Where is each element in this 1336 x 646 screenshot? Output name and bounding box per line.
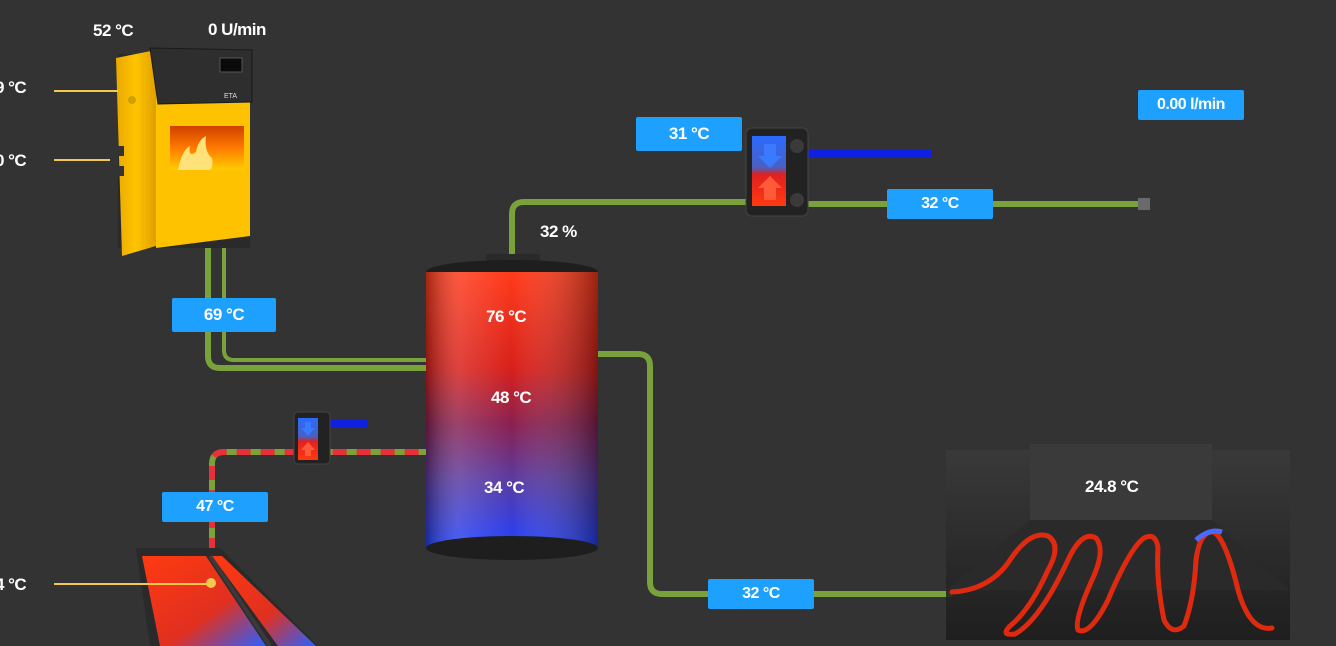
outlet-cap <box>1138 198 1150 210</box>
boiler-fan-speed: 0 U/min <box>208 20 266 39</box>
boiler-return-temp: 70 °C <box>0 151 27 170</box>
cold-water-line <box>806 150 932 158</box>
solar-cold-line <box>326 420 368 427</box>
boiler-return-pipe <box>222 248 430 362</box>
buffer-tank[interactable] <box>426 254 598 560</box>
boiler-flow-pipe <box>205 248 430 371</box>
boiler-flow-temp: 69 °C <box>0 78 27 97</box>
tank-bottom-cap <box>426 536 598 560</box>
heating-supply-pipe <box>598 351 952 597</box>
boiler-display <box>219 57 243 73</box>
solar-loop-temp-tag[interactable]: 47 °C <box>162 492 268 522</box>
boiler-outlet-temp-tag[interactable]: 69 °C <box>172 298 276 332</box>
boiler-side-connector <box>110 166 124 176</box>
arrow-up-icon <box>758 176 782 200</box>
floor-heating-room[interactable] <box>946 444 1290 640</box>
pipes <box>205 199 1144 597</box>
hot-water-flow-rate-tag[interactable]: 0.00 l/min <box>1138 90 1244 120</box>
tank-shine <box>426 272 598 548</box>
arrow-up-icon <box>301 442 315 456</box>
arrow-down-icon <box>301 422 315 436</box>
arrow-down-icon <box>758 144 782 168</box>
boiler-brand-logo: ETA <box>224 93 237 100</box>
hot-water-out-temp-tag[interactable]: 32 °C <box>887 189 993 219</box>
hot-water-in-temp-tag[interactable]: 31 °C <box>636 117 742 151</box>
collector-temp: 54 °C <box>0 575 27 594</box>
solar-loop <box>209 449 430 552</box>
biomass-boiler[interactable]: ETA <box>110 47 253 256</box>
tank-middle-temp: 48 °C <box>491 388 532 407</box>
tank-charge-level: 32 % <box>540 222 577 241</box>
boiler-side-panel <box>116 50 156 256</box>
boiler-top-temp: 52 °C <box>93 21 134 40</box>
boiler-indicator-light <box>128 96 136 104</box>
hot-water-heat-exchanger[interactable] <box>745 127 809 217</box>
tank-bottom-temp: 34 °C <box>484 478 525 497</box>
room-back-wall <box>1030 444 1212 520</box>
flame-icon <box>178 136 213 170</box>
hot-water-supply-pipe <box>509 199 750 258</box>
tank-top-temp: 76 °C <box>486 307 527 326</box>
collector-sensor-dot <box>206 578 216 588</box>
solar-heat-exchanger[interactable] <box>293 411 331 465</box>
room-temp: 24.8 °C <box>1085 477 1139 496</box>
solar-collector[interactable] <box>136 548 318 646</box>
floor-heating-return <box>1194 528 1223 542</box>
heating-supply-temp-tag[interactable]: 32 °C <box>708 579 814 609</box>
floor-heating-coil <box>949 529 1275 637</box>
boiler-side-connector <box>110 146 124 156</box>
